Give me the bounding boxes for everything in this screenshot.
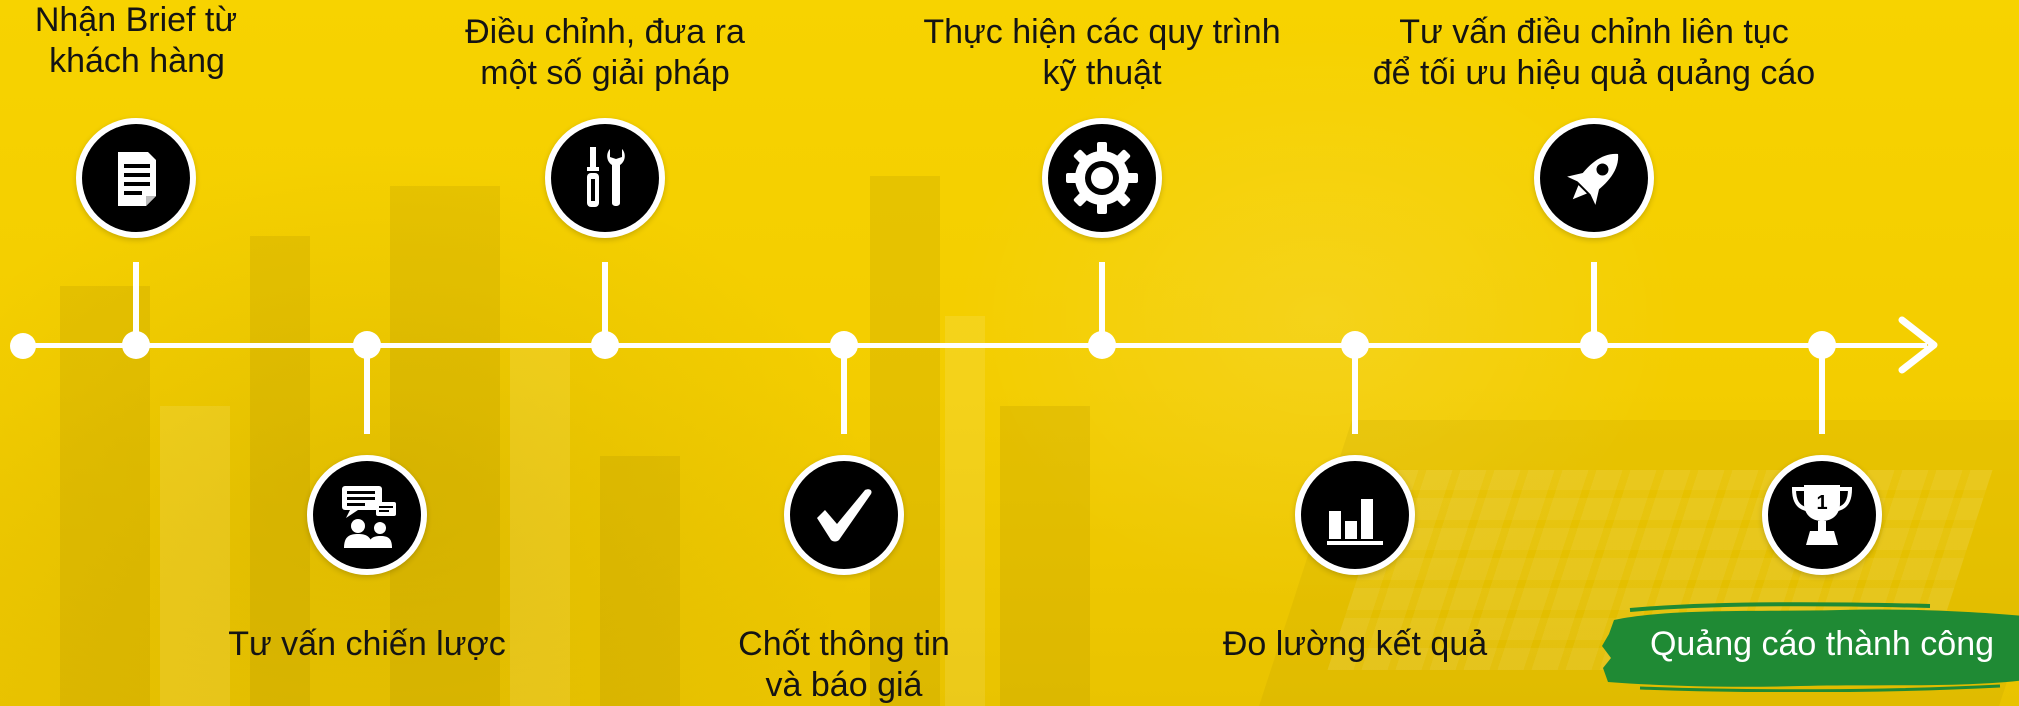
timeline-dot — [1580, 331, 1608, 359]
checkmark-icon — [811, 482, 877, 548]
step-label: Thực hiện các quy trình kỹ thuật — [822, 12, 1382, 94]
step-connector — [841, 346, 847, 434]
step-label-line: Chốt thông tin — [564, 624, 1124, 665]
bar-chart-icon — [1323, 483, 1387, 547]
timeline-dot — [1808, 331, 1836, 359]
step-label: Nhận Brief từ khách hàng — [0, 0, 296, 82]
step-label: Quảng cáo thành công — [1592, 624, 2019, 665]
arrow-head-icon — [1896, 314, 1942, 376]
step-label-line: Nhận Brief từ — [0, 0, 296, 41]
step-label-line: Điều chỉnh, đưa ra — [325, 12, 885, 53]
step-label-line: và báo giá — [564, 665, 1124, 706]
step-label: Tư vấn điều chỉnh liên tục để tối ưu hiệ… — [1314, 12, 1874, 94]
step-label-line: để tối ưu hiệu quả quảng cáo — [1314, 53, 1874, 94]
step-label-line: một số giải pháp — [325, 53, 885, 94]
document-icon — [104, 146, 168, 210]
step-connector — [1819, 346, 1825, 434]
step-label: Đo lường kết quả — [1075, 624, 1635, 665]
step-label-line: Đo lường kết quả — [1075, 624, 1635, 665]
timeline-dot — [830, 331, 858, 359]
trophy-number: 1 — [1816, 492, 1827, 514]
trophy-icon: 1 — [1786, 479, 1858, 551]
step-icon-circle — [307, 455, 427, 575]
step-label: Điều chỉnh, đưa ra một số giải pháp — [325, 12, 885, 94]
timeline-dot — [353, 331, 381, 359]
rocket-icon — [1558, 142, 1630, 214]
tools-icon — [570, 143, 640, 213]
step-label-line: Tư vấn điều chỉnh liên tục — [1314, 12, 1874, 53]
step-icon-circle — [1042, 118, 1162, 238]
timeline-dot — [1088, 331, 1116, 359]
step-label-line: khách hàng — [0, 41, 296, 82]
step-connector — [1352, 346, 1358, 434]
step-label-line: kỹ thuật — [822, 53, 1382, 94]
step-icon-circle — [1534, 118, 1654, 238]
step-label-line: Thực hiện các quy trình — [822, 12, 1382, 53]
step-label: Tư vấn chiến lược — [87, 624, 647, 665]
step-label: Chốt thông tin và báo giá — [564, 624, 1124, 706]
step-label-line: Tư vấn chiến lược — [87, 624, 647, 665]
step-icon-circle — [784, 455, 904, 575]
step-icon-circle: 1 — [1762, 455, 1882, 575]
timeline-axis — [22, 343, 1927, 348]
step-connector — [364, 346, 370, 434]
timeline-dot — [122, 331, 150, 359]
timeline-dot — [1341, 331, 1369, 359]
timeline-dot — [591, 331, 619, 359]
step-label-line: Quảng cáo thành công — [1592, 624, 2019, 665]
consulting-icon — [332, 480, 402, 550]
step-icon-circle — [76, 118, 196, 238]
step-icon-circle — [1295, 455, 1415, 575]
gear-icon — [1064, 140, 1140, 216]
step-icon-circle — [545, 118, 665, 238]
